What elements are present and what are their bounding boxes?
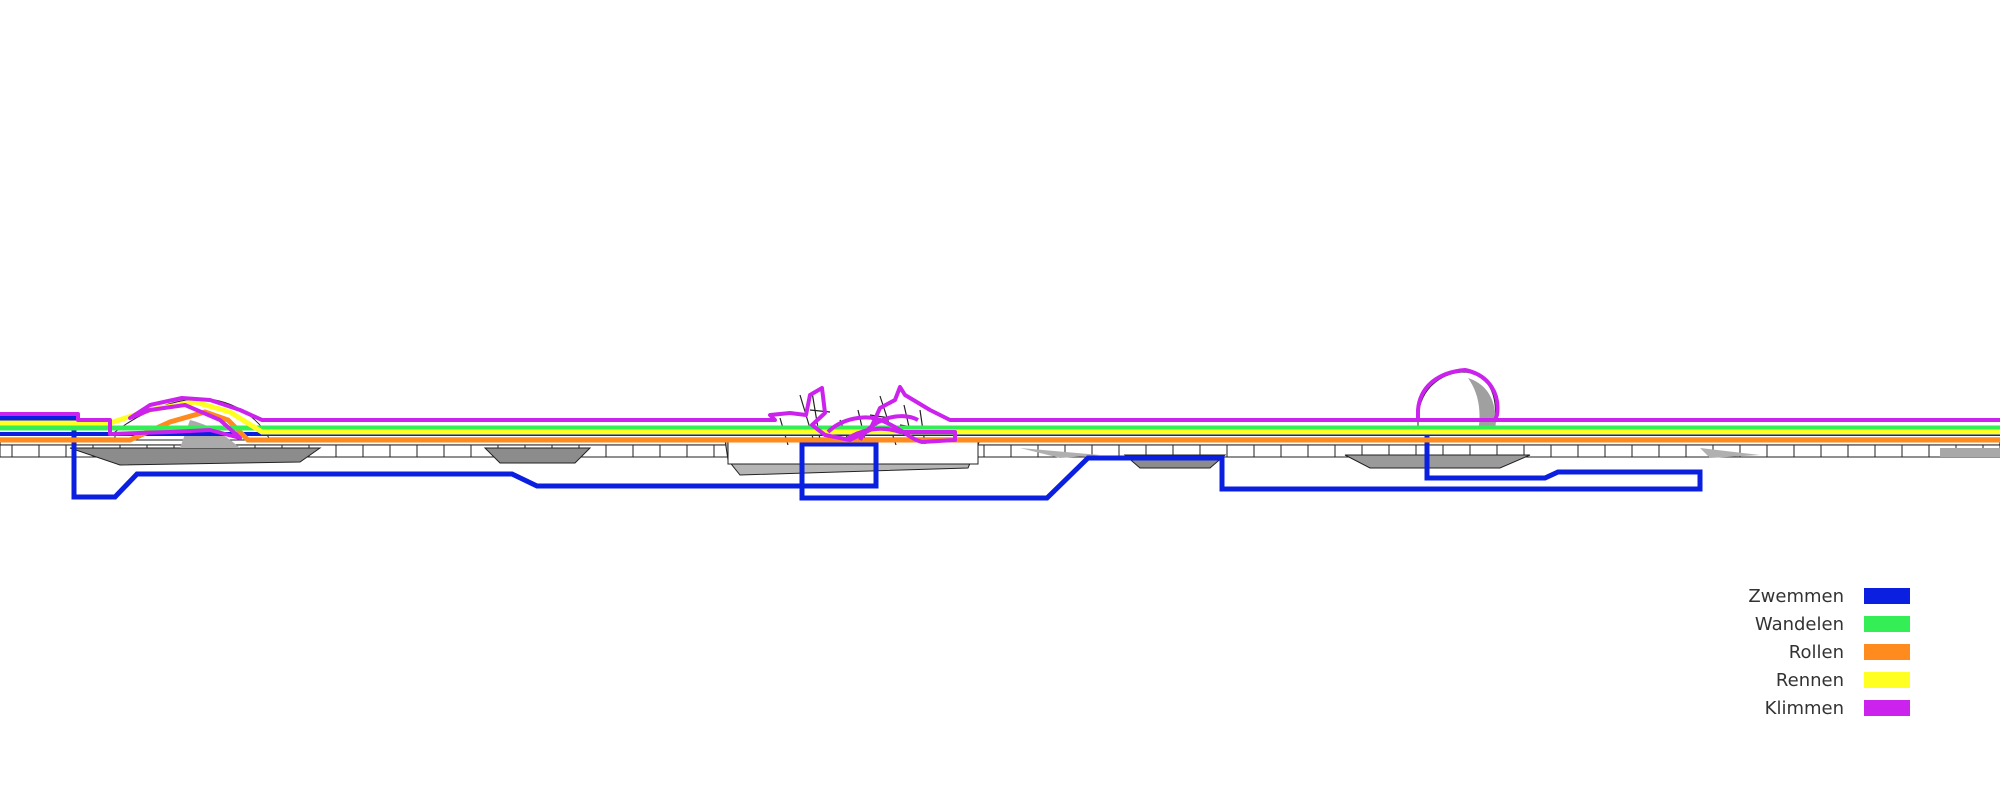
legend-item-rollen: Rollen — [1700, 638, 1910, 666]
route-zwemmen — [0, 415, 1703, 501]
legend-item-rennen: Rennen — [1700, 666, 1910, 694]
route-klimmen — [0, 385, 2000, 442]
legend-swatch — [1864, 672, 1910, 688]
legend-item-wandelen: Wandelen — [1700, 610, 1910, 638]
legend-label: Zwemmen — [1748, 585, 1844, 607]
legend-label: Rollen — [1788, 641, 1844, 663]
legend-swatch — [1864, 588, 1910, 604]
legend-label: Wandelen — [1754, 613, 1844, 635]
legend-swatch — [1864, 616, 1910, 632]
route-klimmen-center-loops — [826, 414, 957, 444]
legend-item-klimmen: Klimmen — [1700, 694, 1910, 722]
legend: Zwemmen Wandelen Rollen Rennen Klimmen — [1700, 582, 1910, 722]
shade-streak-2 — [1700, 448, 1760, 458]
legend-swatch — [1864, 700, 1910, 716]
legend-swatch — [1864, 644, 1910, 660]
basin-left-mid — [483, 447, 592, 464]
shade-streak-1 — [1020, 448, 1100, 458]
basin-left — [69, 447, 322, 466]
legend-label: Rennen — [1775, 669, 1844, 691]
legend-label: Klimmen — [1764, 697, 1844, 719]
legend-item-zwemmen: Zwemmen — [1700, 582, 1910, 610]
basin-right — [1344, 454, 1531, 469]
route-klimmen-dome — [1416, 367, 1500, 421]
deck-structure — [0, 371, 2000, 476]
shade-block-right — [1940, 448, 2000, 457]
